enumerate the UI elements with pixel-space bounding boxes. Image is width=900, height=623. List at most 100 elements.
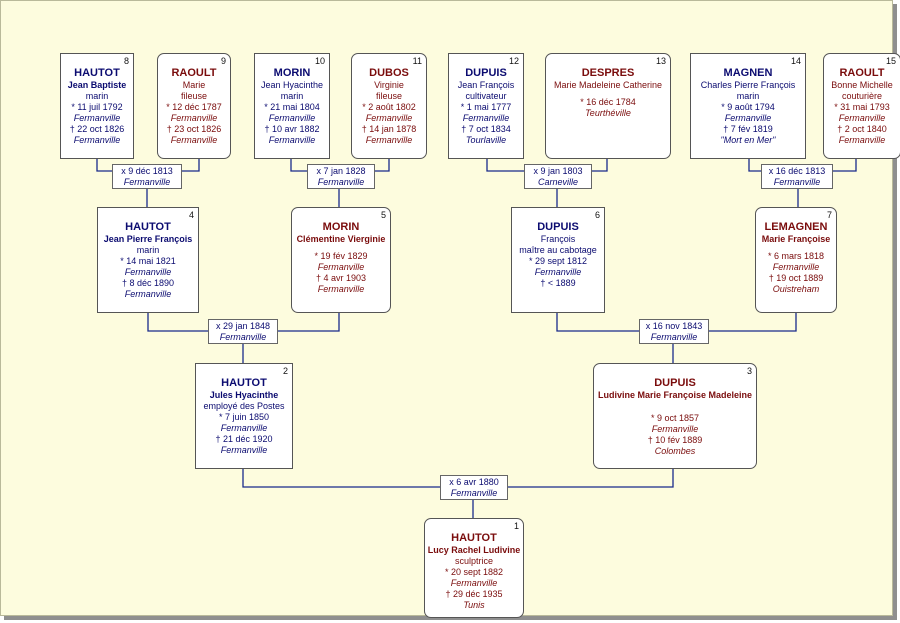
death-date: † 21 déc 1920 <box>215 434 273 444</box>
surname: LEMAGNEN <box>764 221 828 233</box>
death-place: Fermanville <box>838 135 886 145</box>
surname: RAOULT <box>839 67 885 79</box>
person-box-1[interactable]: 1 HAUTOT Lucy Rachel Ludivine sculptrice… <box>424 518 524 618</box>
death-place: Colombes <box>654 446 696 456</box>
occupation: marin <box>736 91 760 101</box>
occupation: marin <box>280 91 304 101</box>
birth-place: Fermanville <box>534 267 582 277</box>
death-date: † 14 jan 1878 <box>361 124 417 134</box>
sosa-number: 12 <box>508 56 519 66</box>
birth-place: Fermanville <box>220 423 268 433</box>
birth-place: Fermanville <box>450 578 498 588</box>
surname: HAUTOT <box>74 67 120 79</box>
person-box-8[interactable]: 8 HAUTOT Jean Baptiste marin * 11 juil 1… <box>60 53 134 159</box>
birth-date: * 6 mars 1818 <box>767 251 825 261</box>
sosa-number: 1 <box>513 521 519 531</box>
surname: DUPUIS <box>537 221 579 233</box>
birth-date: * 9 août 1794 <box>721 102 775 112</box>
surname: RAOULT <box>171 67 217 79</box>
person-box-4[interactable]: 4 HAUTOT Jean Pierre François marin * 14… <box>97 207 199 313</box>
birth-date: * 7 juin 1850 <box>218 412 270 422</box>
death-place: Tunis <box>463 600 485 610</box>
person-box-10[interactable]: 10 MORIN Jean Hyacinthe marin * 21 mai 1… <box>254 53 330 159</box>
sosa-number: 4 <box>188 210 194 220</box>
occupation: fileuse <box>180 91 207 101</box>
person-box-14[interactable]: 14 MAGNEN Charles Pierre François marin … <box>690 53 806 159</box>
marriage-date: x 6 avr 1880 <box>449 477 499 487</box>
marriage-label: x 29 jan 1848 Fermanville <box>208 319 278 344</box>
given-name: Marie <box>182 80 206 90</box>
death-place: Fermanville <box>73 135 121 145</box>
birth-place: Fermanville <box>772 262 820 272</box>
sosa-number: 5 <box>380 210 386 220</box>
given-name: Marie Françoise <box>761 234 831 244</box>
marriage-place: Fermanville <box>450 488 498 498</box>
death-date: † 2 oct 1840 <box>837 124 887 134</box>
given-name: Virginie <box>374 80 404 90</box>
person-box-7[interactable]: 7 LEMAGNEN Marie Françoise * 6 mars 1818… <box>755 207 837 313</box>
marriage-label: x 9 jan 1803 Carneville <box>524 164 592 189</box>
birth-place: Fermanville <box>124 267 172 277</box>
sosa-number: 13 <box>655 56 666 66</box>
death-date: † 10 fév 1889 <box>647 435 703 445</box>
person-box-11[interactable]: 11 DUBOS Virginie fileuse * 2 août 1802 … <box>351 53 427 159</box>
given-name: Jean Baptiste <box>67 80 127 90</box>
surname: DUPUIS <box>465 67 507 79</box>
sosa-number: 8 <box>123 56 129 66</box>
death-place: Fermanville <box>268 135 316 145</box>
marriage-date: x 7 jan 1828 <box>316 166 366 176</box>
birth-place: Fermanville <box>365 113 413 123</box>
death-place: Tourlaville <box>465 135 507 145</box>
death-date: † 8 déc 1890 <box>121 278 175 288</box>
birth-place: Fermanville <box>462 113 510 123</box>
person-box-9[interactable]: 9 RAOULT Marie fileuse * 12 déc 1787 Fer… <box>157 53 231 159</box>
given-name: Bonne Michelle <box>831 80 893 90</box>
given-name: Clémentine Vierginie <box>296 234 386 244</box>
sosa-number: 9 <box>220 56 226 66</box>
person-box-5[interactable]: 5 MORIN Clémentine Vierginie * 19 fév 18… <box>291 207 391 313</box>
marriage-date: x 16 déc 1813 <box>768 166 826 176</box>
birth-date: * 1 mai 1777 <box>460 102 512 112</box>
death-date: † 23 oct 1826 <box>166 124 222 134</box>
surname: HAUTOT <box>221 377 267 389</box>
marriage-date: x 16 nov 1843 <box>645 321 703 331</box>
marriage-place: Fermanville <box>317 177 365 187</box>
death-place: Fermanville <box>317 284 365 294</box>
surname: DESPRES <box>581 67 635 79</box>
occupation: couturière <box>841 91 883 101</box>
occupation: marin <box>136 245 160 255</box>
marriage-date: x 9 déc 1813 <box>121 166 173 176</box>
surname: MORIN <box>273 67 311 79</box>
birth-date: * 29 sept 1812 <box>528 256 588 266</box>
occupation: fileuse <box>375 91 402 101</box>
birth-place: Fermanville <box>268 113 316 123</box>
marriage-place: Carneville <box>537 177 579 187</box>
birth-place: Fermanville <box>73 113 121 123</box>
death-place: Fermanville <box>220 445 268 455</box>
sosa-number: 2 <box>282 366 288 376</box>
person-box-12[interactable]: 12 DUPUIS Jean François cultivateur * 1 … <box>448 53 524 159</box>
birth-date: * 2 août 1802 <box>362 102 416 112</box>
death-place: Ouistreham <box>772 284 820 294</box>
given-name: Jean Pierre François <box>103 234 193 244</box>
person-box-13[interactable]: 13 DESPRES Marie Madeleine Catherine * 1… <box>545 53 671 159</box>
occupation: cultivateur <box>465 91 507 101</box>
person-box-15[interactable]: 15 RAOULT Bonne Michelle couturière * 31… <box>823 53 900 159</box>
given-name: Lucy Rachel Ludivine <box>427 545 521 555</box>
death-date: † 10 avr 1882 <box>264 124 320 134</box>
person-box-2[interactable]: 2 HAUTOT Jules Hyacinthe employé des Pos… <box>195 363 293 469</box>
marriage-place: Fermanville <box>123 177 171 187</box>
death-place: "Mort en Mer" <box>720 135 776 145</box>
sosa-number: 6 <box>594 210 600 220</box>
marriage-place: Fermanville <box>650 332 698 342</box>
person-box-6[interactable]: 6 DUPUIS François maître au cabotage * 2… <box>511 207 605 313</box>
marriage-place: Fermanville <box>219 332 267 342</box>
surname: HAUTOT <box>125 221 171 233</box>
marriage-place: Fermanville <box>773 177 821 187</box>
sosa-number: 10 <box>314 56 325 66</box>
death-place: Fermanville <box>170 135 218 145</box>
death-date: † 29 déc 1935 <box>445 589 503 599</box>
person-box-3[interactable]: 3 DUPUIS Ludivine Marie Françoise Madele… <box>593 363 757 469</box>
sosa-number: 14 <box>790 56 801 66</box>
